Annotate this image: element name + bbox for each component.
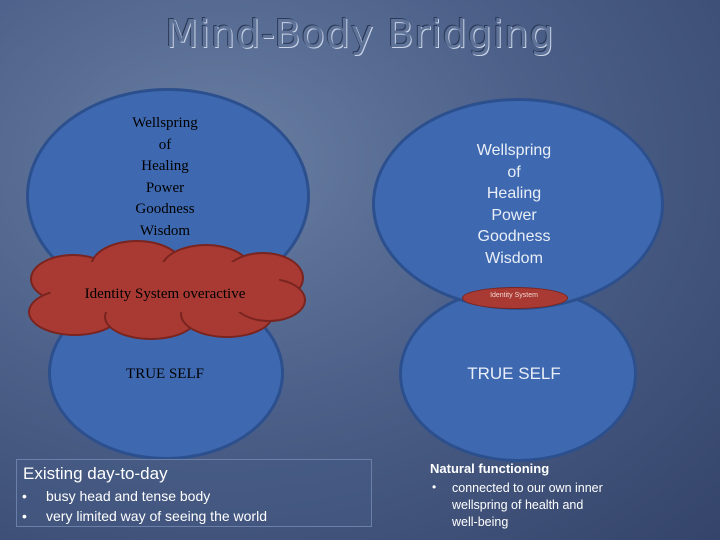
bullet-marker: • bbox=[22, 508, 27, 524]
natural-bullet-line: well-being bbox=[452, 515, 509, 529]
page-title: Mind-Body Bridging bbox=[165, 12, 555, 56]
left-wellspring-line: Wellspring bbox=[132, 115, 198, 131]
natural-functioning-block: Natural functioning • connected to our o… bbox=[430, 461, 710, 529]
right-wellspring-line: Power bbox=[491, 206, 537, 224]
natural-functioning-heading: Natural functioning bbox=[430, 461, 550, 476]
left-true-self-label: TRUE SELF bbox=[126, 366, 204, 382]
right-true-self-label: TRUE SELF bbox=[467, 364, 561, 383]
right-wellspring-line: Wellspring bbox=[476, 142, 552, 159]
right-identity-cloud bbox=[462, 287, 568, 309]
right-wellspring-line: of bbox=[507, 163, 521, 181]
right-wellspring-line: Healing bbox=[486, 185, 542, 202]
existing-day-box: Existing day-to-day • busy head and tens… bbox=[16, 459, 372, 527]
bullet-marker: • bbox=[432, 480, 437, 494]
right-wellspring-line: Wisdom bbox=[485, 249, 543, 267]
right-wellspring-text: Wellspring of Healing Power Goodness Wis… bbox=[454, 140, 574, 269]
left-identity-label: Identity System overactive bbox=[84, 286, 246, 302]
left-wellspring-line: Wisdom bbox=[139, 222, 191, 239]
natural-bullet-line: connected to our own inner bbox=[452, 481, 603, 495]
natural-bullet-text: connected to our own inner wellspring of… bbox=[452, 480, 603, 531]
bullet-marker: • bbox=[22, 488, 27, 504]
left-wellspring-text: Wellspring of Healing Power Goodness Wis… bbox=[105, 113, 225, 242]
natural-bullet-line: wellspring of health and bbox=[452, 498, 584, 512]
right-wellspring-circle bbox=[372, 98, 664, 310]
left-wellspring-line: Healing bbox=[141, 158, 189, 174]
existing-bullet-item: very limited way of seeing the world bbox=[46, 508, 267, 524]
left-wellspring-line: Goodness bbox=[135, 201, 195, 217]
left-wellspring-line: Power bbox=[145, 179, 185, 196]
left-wellspring-line: of bbox=[158, 136, 172, 153]
existing-bullet-item: busy head and tense body bbox=[46, 488, 211, 504]
right-identity-label: Identity System bbox=[490, 292, 538, 299]
right-wellspring-line: Goodness bbox=[477, 228, 551, 245]
existing-day-heading: Existing day-to-day bbox=[23, 464, 168, 483]
